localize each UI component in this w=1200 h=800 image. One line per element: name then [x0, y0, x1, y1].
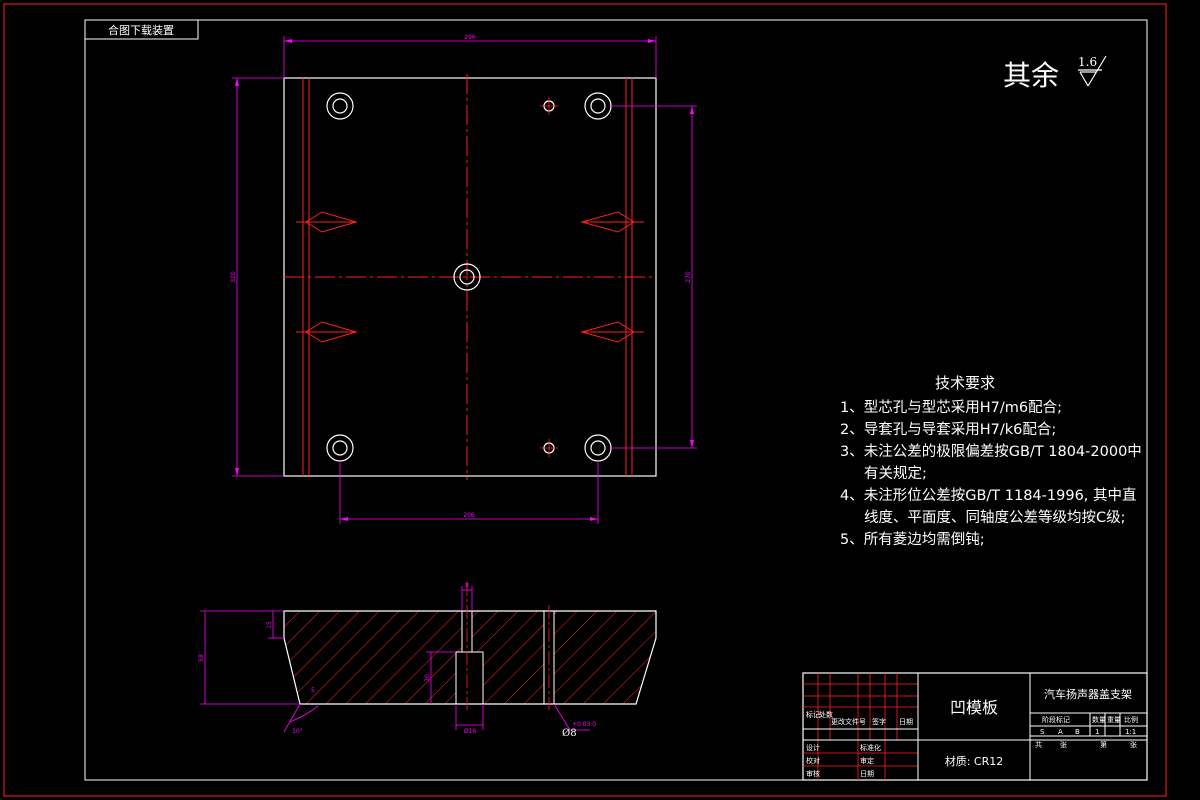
dim-hole-tol: +0.03 0: [572, 721, 596, 728]
corner-label: 合图下载装置: [108, 23, 174, 37]
tech-line: 3、未注公差的极限偏差按GB/T 1804-2000中: [840, 443, 1142, 460]
stage-header: 数量: [1092, 715, 1106, 724]
dim-section-top: 15: [266, 621, 273, 629]
dim-left-height: 320: [230, 271, 237, 283]
tech-requirements: 技术要求 1、型芯孔与型芯采用H7/m6配合; 2、导套孔与导套采用H7/k6配…: [840, 374, 1142, 548]
stage-header: 比例: [1124, 715, 1138, 724]
dim-pocket-height: 30: [424, 674, 431, 682]
stage-value: B: [1075, 728, 1080, 736]
tech-line: 4、未注形位公差按GB/T 1184-1996, 其中直: [840, 487, 1137, 504]
part-name: 凹模板: [950, 698, 998, 717]
sheet-label: 张: [1060, 740, 1067, 749]
dim-section-height: 58: [198, 654, 205, 662]
roughness-value: 1.6: [1078, 55, 1097, 69]
dim-bottom-width: 206: [463, 512, 475, 519]
dim-pin-top: 8: [465, 582, 469, 589]
tech-line: 2、导套孔与导套采用H7/k6配合;: [840, 421, 1056, 438]
dim-right-height: 270: [685, 271, 692, 283]
tech-line: 有关规定;: [864, 465, 927, 482]
dim-chamfer-angle: 30°: [292, 728, 303, 735]
tech-line: 线度、平面度、同轴度公差等级均按C级;: [864, 508, 1126, 526]
tech-line: 5、所有菱边均需倒钝;: [840, 531, 985, 548]
project-name: 汽车扬声器盖支架: [1044, 687, 1132, 701]
stage-header: 阶段标记: [1042, 715, 1070, 724]
stage-header: 重量: [1107, 716, 1121, 724]
sheet-label: 共: [1035, 740, 1042, 749]
stage-value: S: [1040, 728, 1045, 736]
insert-diamond: [296, 211, 644, 343]
sign-col: 日期: [860, 770, 874, 778]
rev-header: 标记: [806, 710, 820, 719]
roughness-prefix: 其余: [1003, 59, 1059, 92]
rev-header: 日期: [899, 718, 913, 726]
dim-top-width: 296: [464, 34, 476, 41]
sheet-border: [3, 3, 1167, 797]
roughness-symbol: [1078, 55, 1107, 87]
rev-header: 更改文件号: [831, 717, 866, 726]
sign-col: 审定: [860, 756, 874, 765]
tech-line: 1、型芯孔与型芯采用H7/m6配合;: [840, 399, 1062, 416]
plan-view: 296 320 270 206: [230, 34, 697, 524]
sign-row: 校对: [806, 756, 820, 765]
dim-chamfer-size: 5: [311, 687, 315, 694]
sheet-label: 张: [1130, 740, 1137, 749]
stage-value: 1: [1095, 728, 1099, 736]
drawing-frame: [84, 19, 1148, 781]
stage-value: A: [1058, 728, 1063, 736]
sign-row: 审核: [806, 769, 820, 778]
rev-header: 处数: [819, 710, 833, 719]
dim-pocket-width: Ø16: [464, 728, 477, 735]
tech-title: 技术要求: [935, 374, 995, 392]
corner-label-box: [84, 19, 199, 40]
sign-col: 标准化: [860, 743, 881, 752]
stage-value: 1:1: [1125, 728, 1136, 736]
material: 材质: CR12: [945, 754, 1004, 768]
sheet-label: 第: [1100, 740, 1107, 749]
title-block: 标记 处数 更改文件号 签字 日期 设计 校对 审核 标准化 审定 日期 凹模板…: [802, 672, 1148, 781]
sign-row: 设计: [806, 743, 820, 752]
dim-hole-dia: Ø8: [562, 728, 577, 739]
rev-header: 签字: [872, 717, 886, 726]
section-view: 58 15 30 Ø16 8 Ø8 +0.03 0 30° 5: [198, 582, 657, 739]
